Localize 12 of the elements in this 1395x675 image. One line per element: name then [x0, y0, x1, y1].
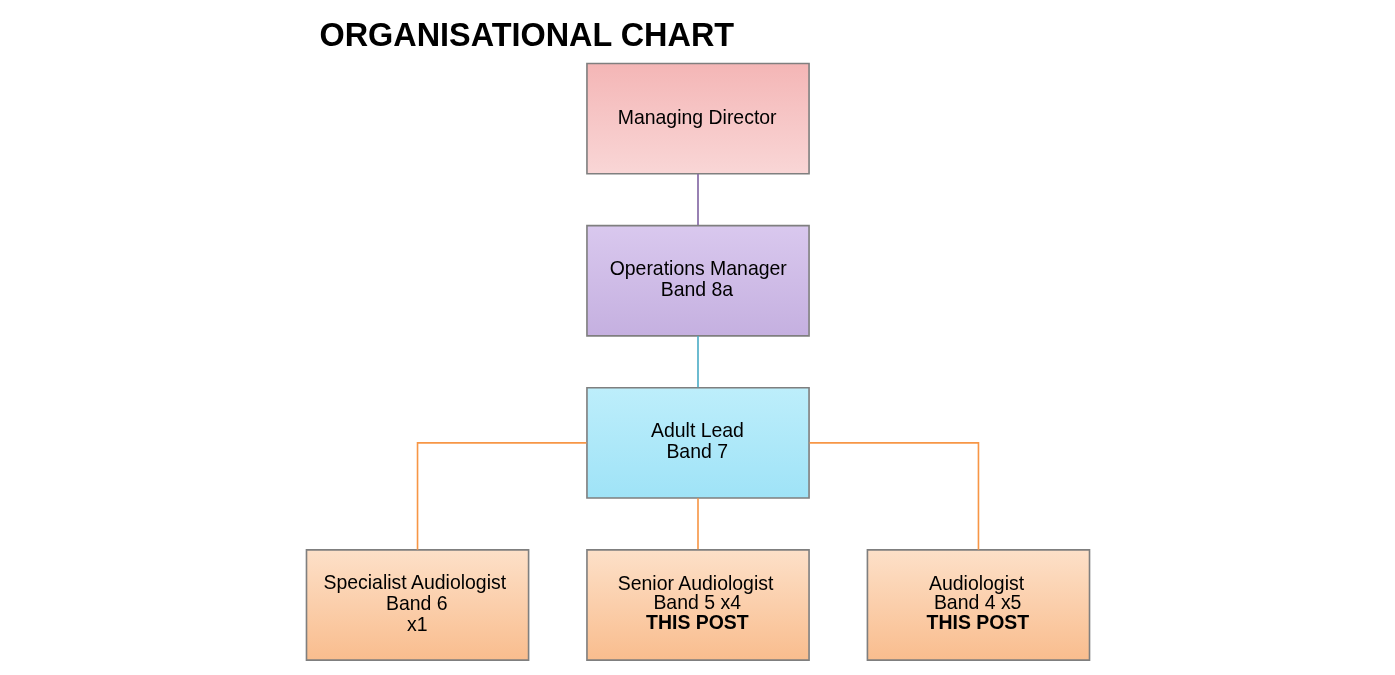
diagram-title: ORGANISATIONAL CHART: [318, 16, 734, 53]
node-box: Senior Audiologist Band 5 x4 THIS POST: [585, 549, 810, 661]
node-box: Audiologist Band 4 x5 THIS POST: [866, 549, 1090, 661]
connector: [416, 442, 587, 551]
node-box: Operations Manager Band 8a: [585, 224, 810, 337]
node-box: Managing Director: [585, 62, 810, 175]
connector: [696, 173, 699, 226]
node-box: Specialist Audiologist Band 6 x1: [305, 549, 529, 661]
connector: [808, 442, 979, 551]
connector: [696, 497, 699, 551]
connector: [696, 335, 699, 389]
node-box: Adult Lead Band 7: [585, 386, 810, 499]
